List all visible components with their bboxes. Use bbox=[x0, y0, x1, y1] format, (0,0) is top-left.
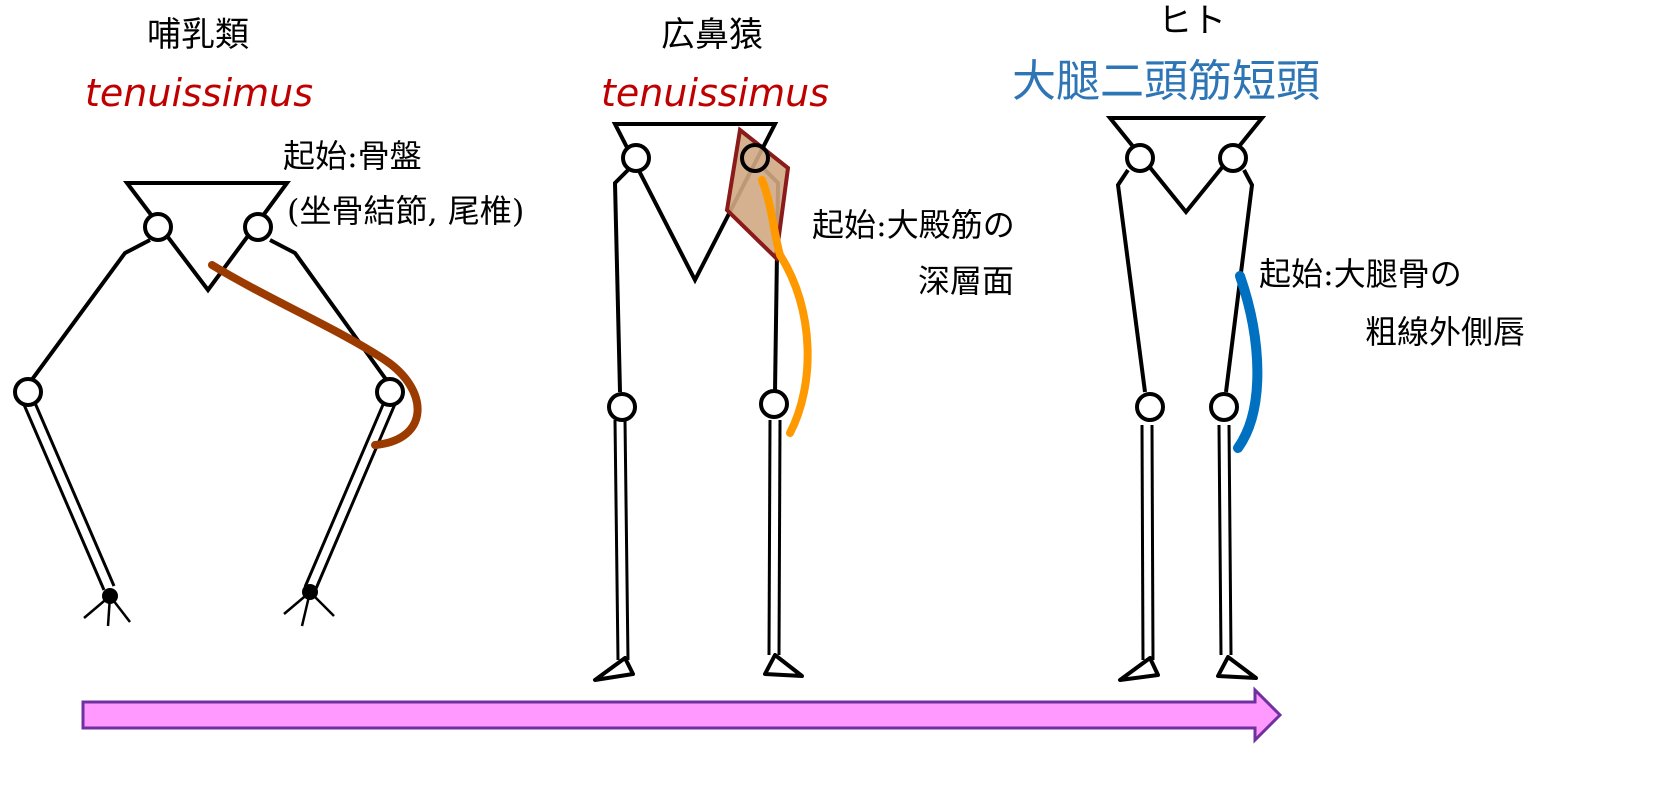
human-left-shank bbox=[1140, 424, 1155, 661]
group-label-platyrrhine: 広鼻猿 bbox=[661, 15, 763, 55]
evolution-arrow bbox=[81, 686, 1283, 744]
human-joints bbox=[1125, 143, 1248, 422]
biceps-femoris-short-head bbox=[1233, 271, 1263, 453]
muscle-label-mammal: tenuissimus bbox=[85, 71, 314, 115]
human-right-foot bbox=[1216, 655, 1258, 680]
group-label-human: ヒト bbox=[1158, 1, 1226, 41]
platyrrhine-left-foot bbox=[593, 656, 635, 682]
origin-label-mammal-line1: 起始:骨盤 bbox=[283, 137, 422, 175]
origin-label-human-line2: 粗線外側唇 bbox=[1365, 313, 1526, 351]
tenuissimus-platyrrhine bbox=[758, 176, 812, 437]
tenuissimus-mammal bbox=[208, 261, 422, 449]
platyrrhine-left-femur bbox=[612, 168, 630, 393]
human-right-femur bbox=[1224, 169, 1255, 393]
muscle-label-platyrrhine: tenuissimus bbox=[601, 71, 830, 115]
muscle-label-human: 大腿二頭筋短頭 bbox=[1012, 56, 1320, 107]
mammal-right-paw bbox=[283, 584, 335, 627]
group-label-mammal: 哺乳類 bbox=[147, 15, 249, 55]
mammal-right-femur bbox=[269, 238, 392, 387]
mammal-skeleton bbox=[13, 181, 422, 627]
origin-label-platyrrhine-line1: 起始:大殿筋の bbox=[812, 206, 1015, 244]
mammal-left-shank bbox=[20, 395, 116, 591]
platyrrhine-left-shank bbox=[613, 419, 630, 661]
platyrrhine-skeleton bbox=[593, 122, 812, 682]
origin-label-human-line1: 起始:大腿骨の bbox=[1259, 255, 1462, 293]
platyrrhine-right-shank bbox=[767, 419, 782, 656]
human-skeleton bbox=[1105, 116, 1267, 682]
platyrrhine-joints bbox=[607, 143, 789, 422]
mammal-right-shank bbox=[303, 399, 397, 592]
mammal-left-paw bbox=[83, 588, 131, 627]
mammal-joints bbox=[13, 212, 405, 407]
human-left-femur bbox=[1115, 168, 1147, 393]
human-left-foot bbox=[1118, 656, 1160, 682]
platyrrhine-right-foot bbox=[763, 653, 804, 678]
mammal-left-femur bbox=[26, 238, 151, 387]
human-right-shank bbox=[1217, 424, 1233, 656]
origin-label-mammal-line2: (坐骨結節, 尾椎) bbox=[287, 192, 525, 230]
origin-label-platyrrhine-line2: 深層面 bbox=[918, 262, 1015, 300]
